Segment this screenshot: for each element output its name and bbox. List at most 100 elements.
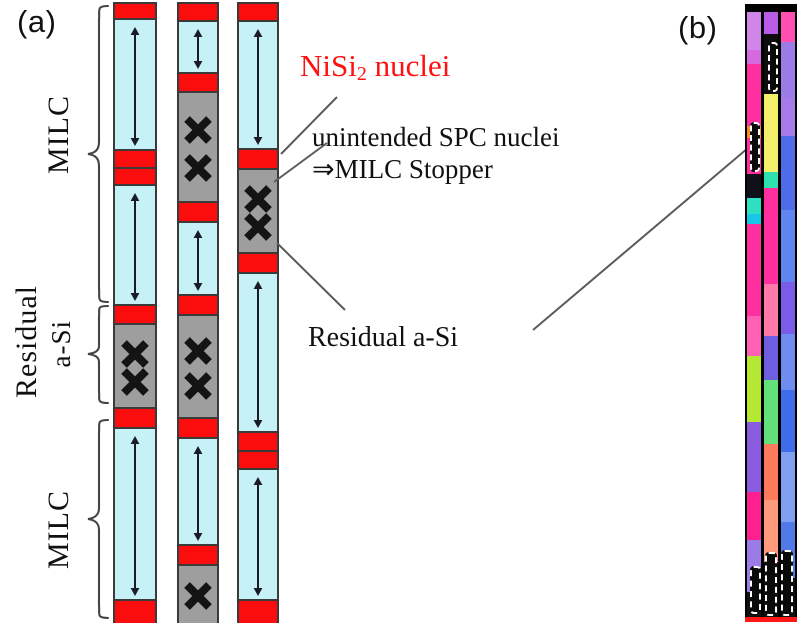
segment-blue: [179, 20, 217, 74]
ebsd-orientation-map: [745, 4, 797, 622]
annotation-spc-nuclei: unintended SPC nuclei ⇒MILC Stopper: [312, 122, 559, 186]
leader-nisi2: [280, 96, 338, 155]
segment-blue: [179, 221, 217, 296]
segment-blue: [239, 272, 277, 433]
segment-blue: [115, 184, 155, 306]
segment-blue: [239, 20, 277, 150]
ebsd-roi-2: [750, 122, 760, 172]
segment-red: [239, 433, 277, 450]
brace-milc-top: [86, 4, 110, 304]
ebsd-grain: [747, 4, 761, 12]
segment-red: [115, 167, 155, 184]
x-mark-icon: [183, 115, 213, 145]
segment-blue: [179, 437, 217, 546]
ebsd-grain: [764, 94, 778, 172]
column-1: [113, 2, 157, 623]
growth-arrow-icon: [128, 193, 142, 301]
ebsd-grain: [764, 336, 778, 380]
segment-red: [179, 203, 217, 221]
ebsd-grain: [781, 210, 795, 282]
growth-arrow-icon: [128, 27, 142, 146]
ebsd-baseline: [745, 617, 797, 622]
ebsd-grain: [781, 12, 795, 42]
ebsd-grain: [764, 188, 778, 284]
growth-arrow-icon: [191, 29, 205, 69]
x-mark-icon: [183, 371, 213, 401]
ebsd-grain: [764, 444, 778, 500]
leader-spc: [273, 142, 328, 183]
segment-gray: [115, 323, 155, 409]
leader-residual-asi: [276, 242, 346, 311]
ebsd-grain: [747, 356, 761, 422]
annotation-residual-asi: Residual a-Si: [308, 322, 459, 353]
growth-arrow-icon: [251, 29, 265, 145]
segment-red: [179, 546, 217, 564]
column-3: [237, 2, 279, 623]
ebsd-grain: [764, 380, 778, 444]
ebsd-grain: [747, 224, 761, 316]
ebsd-grain: [764, 4, 778, 12]
x-mark-icon: [183, 153, 213, 183]
segment-gray: [179, 91, 217, 203]
segment-blue: [115, 427, 155, 601]
segment-red: [179, 4, 217, 20]
segment-gray: [179, 564, 217, 623]
ebsd-grain: [781, 4, 795, 12]
segment-red: [239, 150, 277, 168]
ebsd-grain: [781, 282, 795, 334]
segment-red: [115, 601, 155, 623]
column-2: [177, 2, 219, 623]
ebsd-grain: [747, 12, 761, 50]
panel-b-tag: (b): [678, 10, 718, 45]
panel-a-tag: (a): [17, 4, 57, 39]
x-mark-icon: [183, 336, 213, 366]
growth-arrow-icon: [128, 436, 142, 596]
ebsd-grain: [747, 214, 761, 224]
ebsd-grain: [781, 42, 795, 98]
ebsd-grain: [764, 284, 778, 336]
segment-gray: [239, 168, 277, 254]
segment-red: [179, 296, 217, 314]
ebsd-stripe-2: [764, 4, 778, 622]
segment-red: [239, 254, 277, 272]
growth-arrow-icon: [251, 477, 265, 596]
nisi2-subscript: 2: [356, 63, 367, 85]
brace-residual-asi: [86, 304, 110, 405]
nisi2-text-part1: NiSi: [300, 48, 357, 83]
segment-blue: [115, 18, 155, 151]
x-mark-icon: [243, 212, 273, 242]
leader-to-panel-b: [532, 147, 749, 331]
growth-arrow-icon: [191, 230, 205, 291]
ebsd-grain: [747, 492, 761, 540]
ebsd-grain: [747, 198, 761, 214]
brace-milc-bottom: [86, 418, 110, 620]
ebsd-grain: [747, 422, 761, 492]
spc-line-1: unintended SPC nuclei: [312, 122, 560, 152]
segment-red: [179, 74, 217, 91]
segment-red: [239, 601, 277, 623]
nisi2-text-part2: nuclei: [366, 48, 451, 83]
segment-red: [115, 151, 155, 167]
ebsd-roi-4: [765, 552, 777, 616]
ebsd-grain: [747, 50, 761, 64]
x-mark-icon: [243, 184, 273, 214]
segment-red: [239, 450, 277, 468]
ebsd-grain: [781, 390, 795, 452]
segment-blue: [239, 468, 277, 601]
ebsd-grain: [781, 98, 795, 136]
segment-gray: [179, 314, 217, 419]
ebsd-stripe-3: [781, 4, 795, 622]
schematic-columns-layer: [0, 0, 330, 625]
ebsd-grain: [781, 334, 795, 390]
ebsd-grain: [781, 136, 795, 210]
growth-arrow-icon: [251, 281, 265, 428]
ebsd-roi-5: [781, 550, 793, 616]
ebsd-grain: [747, 64, 761, 126]
x-mark-icon: [183, 581, 213, 611]
ebsd-roi-1: [768, 42, 778, 92]
ebsd-grain: [764, 172, 778, 188]
ebsd-grain: [747, 174, 761, 198]
ebsd-roi-3: [750, 566, 761, 614]
segment-red: [179, 419, 217, 437]
